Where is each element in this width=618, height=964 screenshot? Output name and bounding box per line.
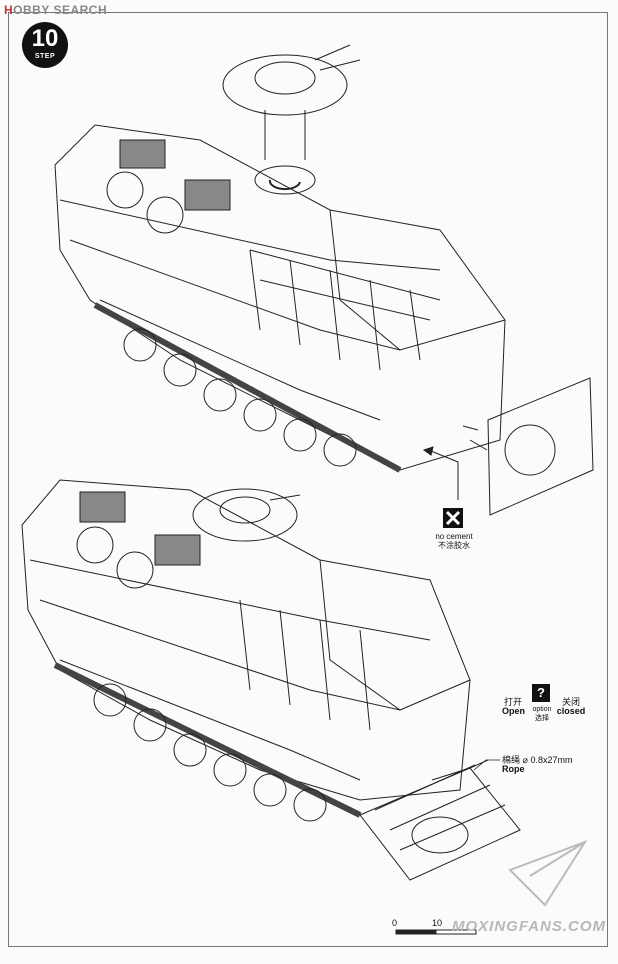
closed-label: 关闭 closed bbox=[556, 698, 586, 716]
upper-vehicle-hull bbox=[54, 124, 506, 471]
scale-bar bbox=[395, 929, 477, 935]
lower-ramp-open bbox=[359, 759, 521, 881]
lower-vehicle-tracks bbox=[53, 662, 362, 822]
watermark-text: MOXINGFANS.COM bbox=[452, 918, 607, 935]
closed-zh: 关闭 bbox=[561, 697, 580, 707]
no-cement-en: no cement bbox=[435, 532, 473, 541]
upper-turret bbox=[222, 44, 361, 195]
open-label: 打开 Open bbox=[502, 697, 526, 716]
brand-logo: HOBBY SEARCH bbox=[4, 3, 107, 17]
rope-en: Rope bbox=[502, 764, 525, 774]
brand-text: OBBY SEARCH bbox=[13, 3, 108, 17]
open-zh: 打开 bbox=[503, 697, 522, 707]
rope-label: 棉绳 ⌀ 0.8x27mm Rope bbox=[502, 756, 572, 774]
option-en: option bbox=[532, 706, 552, 713]
rope-spec: ⌀ 0.8x27mm bbox=[522, 755, 573, 765]
step-badge: 10 STEP bbox=[22, 22, 68, 68]
no-cement-zh: 不涂胶水 bbox=[438, 541, 470, 550]
paper-plane-watermark bbox=[508, 840, 588, 907]
step-word: STEP bbox=[34, 53, 56, 60]
option-question-icon: ? bbox=[532, 684, 550, 702]
no-cement-icon bbox=[443, 508, 463, 528]
lower-turret bbox=[192, 488, 301, 542]
scale-mid: 10 bbox=[432, 918, 443, 928]
closed-en: closed bbox=[556, 706, 586, 716]
upper-ramp-door bbox=[422, 377, 594, 516]
open-en: Open bbox=[502, 706, 526, 716]
rope-leader-line bbox=[473, 759, 500, 771]
option-zh: 选择 bbox=[535, 715, 549, 722]
scale-start: 0 bbox=[392, 918, 398, 928]
upper-vehicle-tracks bbox=[93, 302, 402, 473]
rope-zh: 棉绳 bbox=[502, 755, 521, 765]
lower-vehicle-hull bbox=[21, 479, 471, 801]
option-label: option 选择 bbox=[529, 705, 555, 723]
page-frame bbox=[8, 12, 608, 947]
brand-prefix: H bbox=[4, 3, 14, 17]
no-cement-label: no cement 不涂胶水 bbox=[428, 532, 480, 550]
step-number: 10 bbox=[31, 25, 59, 52]
